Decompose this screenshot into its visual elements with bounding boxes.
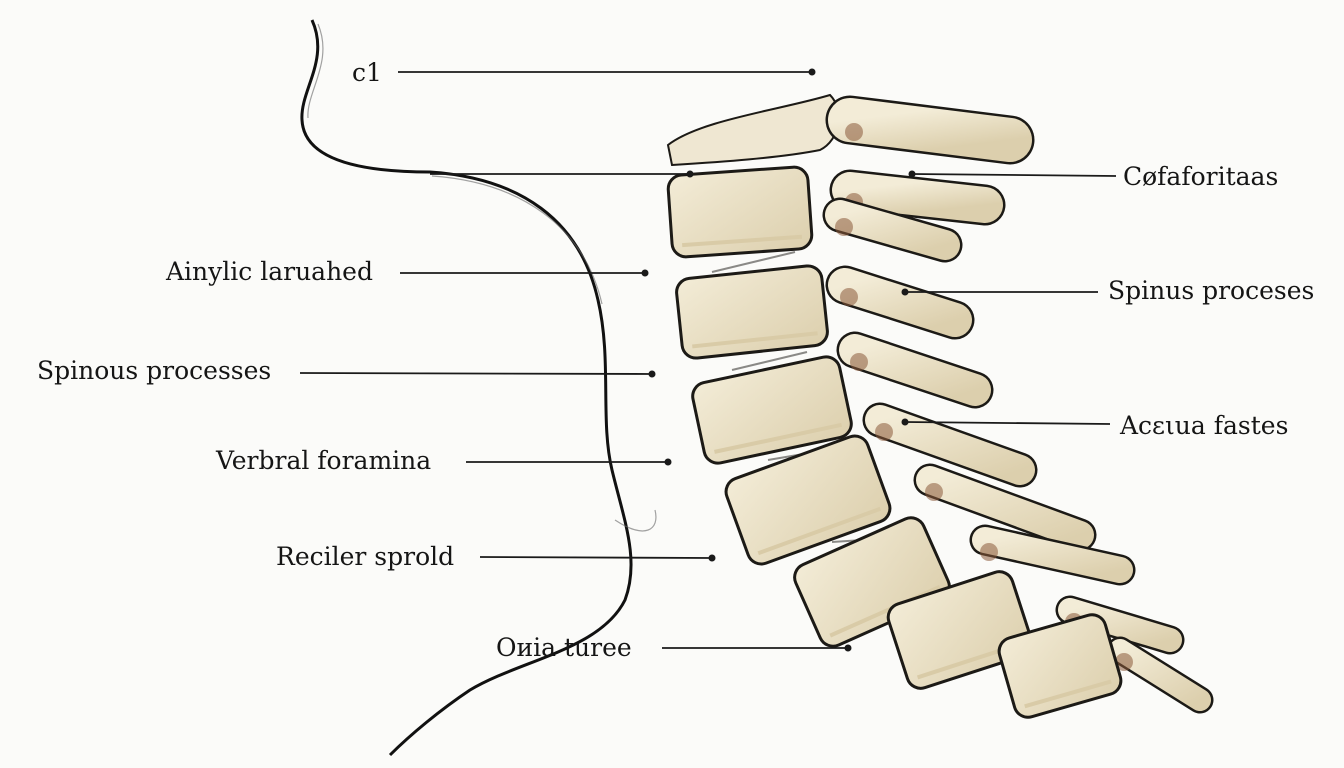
facet-joint: [980, 543, 998, 561]
facet-joint: [850, 353, 868, 371]
label-left-1: Ainylic laruahed: [166, 257, 373, 286]
leader-line: [904, 421, 1111, 425]
intervertebral-disc: [731, 351, 808, 371]
spinous-process: [916, 466, 1094, 549]
spinous-process: [832, 172, 1003, 223]
vertebral-body: [886, 570, 1034, 690]
leader-dot: [901, 288, 909, 296]
spinous-process: [825, 200, 960, 260]
facet-joint: [840, 288, 858, 306]
spinous-process: [972, 527, 1133, 583]
leader-dot: [648, 370, 656, 378]
neck-outline-sketch: [307, 23, 657, 532]
vertebral-body-shade: [1024, 679, 1112, 709]
vertebral-body-shade: [682, 234, 803, 248]
leader-dot: [664, 458, 672, 466]
vertebral-body-shade: [714, 422, 843, 454]
leader-dot: [641, 269, 649, 277]
spinous-process: [828, 98, 1032, 162]
leader-line: [299, 372, 653, 375]
label-left-4: Reciler sprold: [276, 542, 455, 571]
label-right-1: Cøfaforitaas: [1123, 162, 1279, 191]
spinous-process: [828, 268, 972, 337]
skull-base: [666, 93, 840, 167]
label-c1: c1: [352, 58, 382, 87]
leader-line: [911, 173, 1117, 177]
vertebral-body: [724, 434, 892, 566]
label-right-2: Spinus proceses: [1108, 276, 1315, 305]
label-left-5: Oиia turee: [496, 633, 632, 662]
leader-dot: [908, 170, 916, 178]
label-left-2: Spinous processes: [37, 356, 272, 385]
facet-joint: [845, 123, 863, 141]
vertebral-body: [997, 613, 1123, 719]
spinous-process: [865, 405, 1035, 485]
spinous-process: [839, 334, 991, 406]
facet-joint: [1115, 653, 1133, 671]
leader-line: [479, 556, 713, 559]
facet-joint: [875, 423, 893, 441]
vertebral-body-shade: [692, 331, 818, 349]
facet-joint: [925, 483, 943, 501]
leader-dot: [686, 170, 694, 178]
leader-dot: [901, 418, 909, 426]
vertebral-body-shade: [757, 506, 882, 556]
vertebral-body: [691, 355, 853, 465]
vertebral-body: [666, 165, 814, 259]
leader-dot: [844, 644, 852, 652]
intervertebral-disc: [711, 251, 796, 273]
leader-dot: [708, 554, 716, 562]
label-right-3: Acειua fastes: [1120, 411, 1289, 440]
neck-outline: [300, 19, 633, 757]
facet-joint: [835, 218, 853, 236]
spinous-process: [1109, 639, 1211, 711]
label-left-3: Verbral foramina: [216, 446, 432, 475]
leader-dot: [808, 68, 816, 76]
